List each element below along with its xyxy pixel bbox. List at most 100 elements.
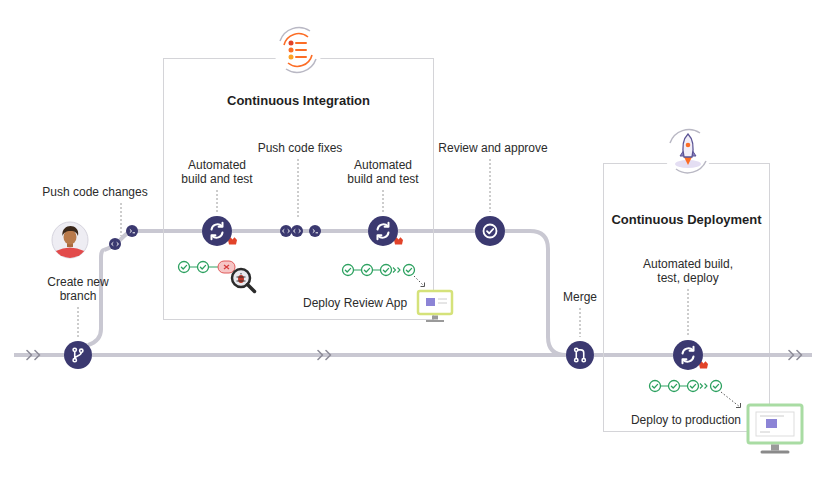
deploy-checks — [700, 384, 707, 389]
step-circle — [212, 235, 216, 239]
step-label: Automated build and test — [343, 158, 423, 186]
production-monitor — [748, 405, 802, 452]
review-app-monitor — [426, 298, 435, 306]
commit-dots — [112, 242, 119, 245]
commit-dots — [278, 223, 322, 239]
developer-avatar — [62, 226, 78, 236]
commit-dots — [104, 211, 144, 251]
developer-avatar — [56, 248, 84, 258]
ci-icon — [289, 41, 294, 46]
failed-checks — [218, 261, 235, 273]
pipeline-step: Automated build, test, deploy — [673, 340, 703, 370]
failed-checks — [179, 261, 236, 273]
developer-avatar — [52, 222, 88, 258]
ci-icon — [284, 34, 312, 67]
failed-checks — [198, 262, 209, 273]
cd-icon — [670, 130, 706, 173]
step-circle — [64, 341, 92, 369]
deploy-checks — [650, 381, 661, 392]
step-circle — [576, 350, 583, 359]
pipeline-step: Automated build and test — [202, 216, 232, 246]
step-circle — [487, 229, 493, 233]
label-holder: Deploy to production — [626, 413, 746, 427]
step-circle — [484, 225, 497, 238]
step-circle — [683, 359, 687, 363]
cd-icon — [686, 143, 691, 148]
passed-checks — [421, 283, 425, 287]
review-app-monitor — [418, 291, 452, 321]
cd-icon — [683, 134, 693, 157]
commit-marker: Push code changes — [104, 211, 144, 251]
merge-step: Merge — [566, 341, 594, 369]
step-circle — [673, 340, 703, 370]
leader-lines — [78, 159, 688, 337]
commit-dots — [309, 225, 321, 237]
step-circle — [475, 216, 505, 246]
step-label: Merge — [550, 290, 610, 304]
branch-step: Create new branch — [64, 341, 92, 369]
step-circle — [683, 347, 694, 363]
passed-checks — [362, 265, 373, 276]
step-circle — [378, 223, 389, 239]
step-circle — [690, 347, 694, 351]
deploy-checks — [650, 381, 741, 408]
stage-outline — [604, 164, 770, 432]
step-circle — [368, 216, 398, 246]
stage-title: Continuous Integration — [227, 58, 370, 108]
step-label: Push code changes — [35, 185, 155, 199]
passed-checks — [404, 265, 415, 276]
step-circle — [64, 341, 92, 369]
step-circle — [484, 225, 497, 238]
cd-icon — [664, 128, 712, 176]
production-monitor — [760, 416, 784, 432]
step-circle — [368, 216, 398, 246]
step-label: Automated build, test, deploy — [638, 257, 738, 285]
track-connector — [144, 229, 202, 233]
bug-magnifier — [232, 269, 255, 292]
deploy-checks — [669, 381, 680, 392]
ci-icon — [289, 48, 294, 53]
runner-badge — [228, 237, 708, 368]
commit-dots — [126, 225, 138, 237]
failed-checks — [179, 262, 190, 273]
production-monitor — [771, 445, 779, 451]
ci-icon — [274, 26, 322, 74]
production-monitor — [756, 412, 794, 436]
passed-checks — [393, 268, 400, 273]
production-monitor — [766, 419, 777, 428]
ci-icon — [296, 43, 306, 57]
track-connector — [398, 229, 475, 233]
production-monitor — [748, 405, 802, 443]
deploy-note: Deploy Review App — [303, 296, 415, 310]
commit-dots — [130, 229, 135, 233]
stage-box: Continuous IntegrationAutomated build an… — [163, 58, 434, 320]
review-step: Review and approve — [475, 216, 505, 246]
deploy-checks — [721, 392, 740, 407]
bug-magnifier — [238, 275, 244, 283]
bug-magnifier — [248, 285, 255, 292]
developer-avatar — [52, 222, 88, 258]
step-circle — [673, 340, 703, 370]
step-circle — [212, 223, 223, 239]
track-connector — [322, 229, 368, 233]
ci-icon — [289, 55, 294, 60]
step-label: Push code fixes — [245, 141, 355, 155]
stage-box: Continuous DeploymentAutomated build, te… — [603, 163, 770, 432]
track-connector — [594, 353, 673, 357]
stage-title: Continuous Deployment — [611, 163, 761, 227]
step-circle — [575, 348, 586, 362]
step-circle — [378, 235, 382, 239]
commit-marker: Push code fixes — [278, 223, 322, 239]
step-circle — [202, 216, 232, 246]
ci-icon — [274, 26, 322, 74]
bug-magnifier — [237, 273, 246, 281]
step-label: Create new branch — [38, 275, 118, 303]
step-circle — [566, 341, 594, 369]
failed-checks — [224, 265, 229, 269]
commit-dots — [313, 229, 318, 233]
track-connector — [505, 231, 566, 355]
